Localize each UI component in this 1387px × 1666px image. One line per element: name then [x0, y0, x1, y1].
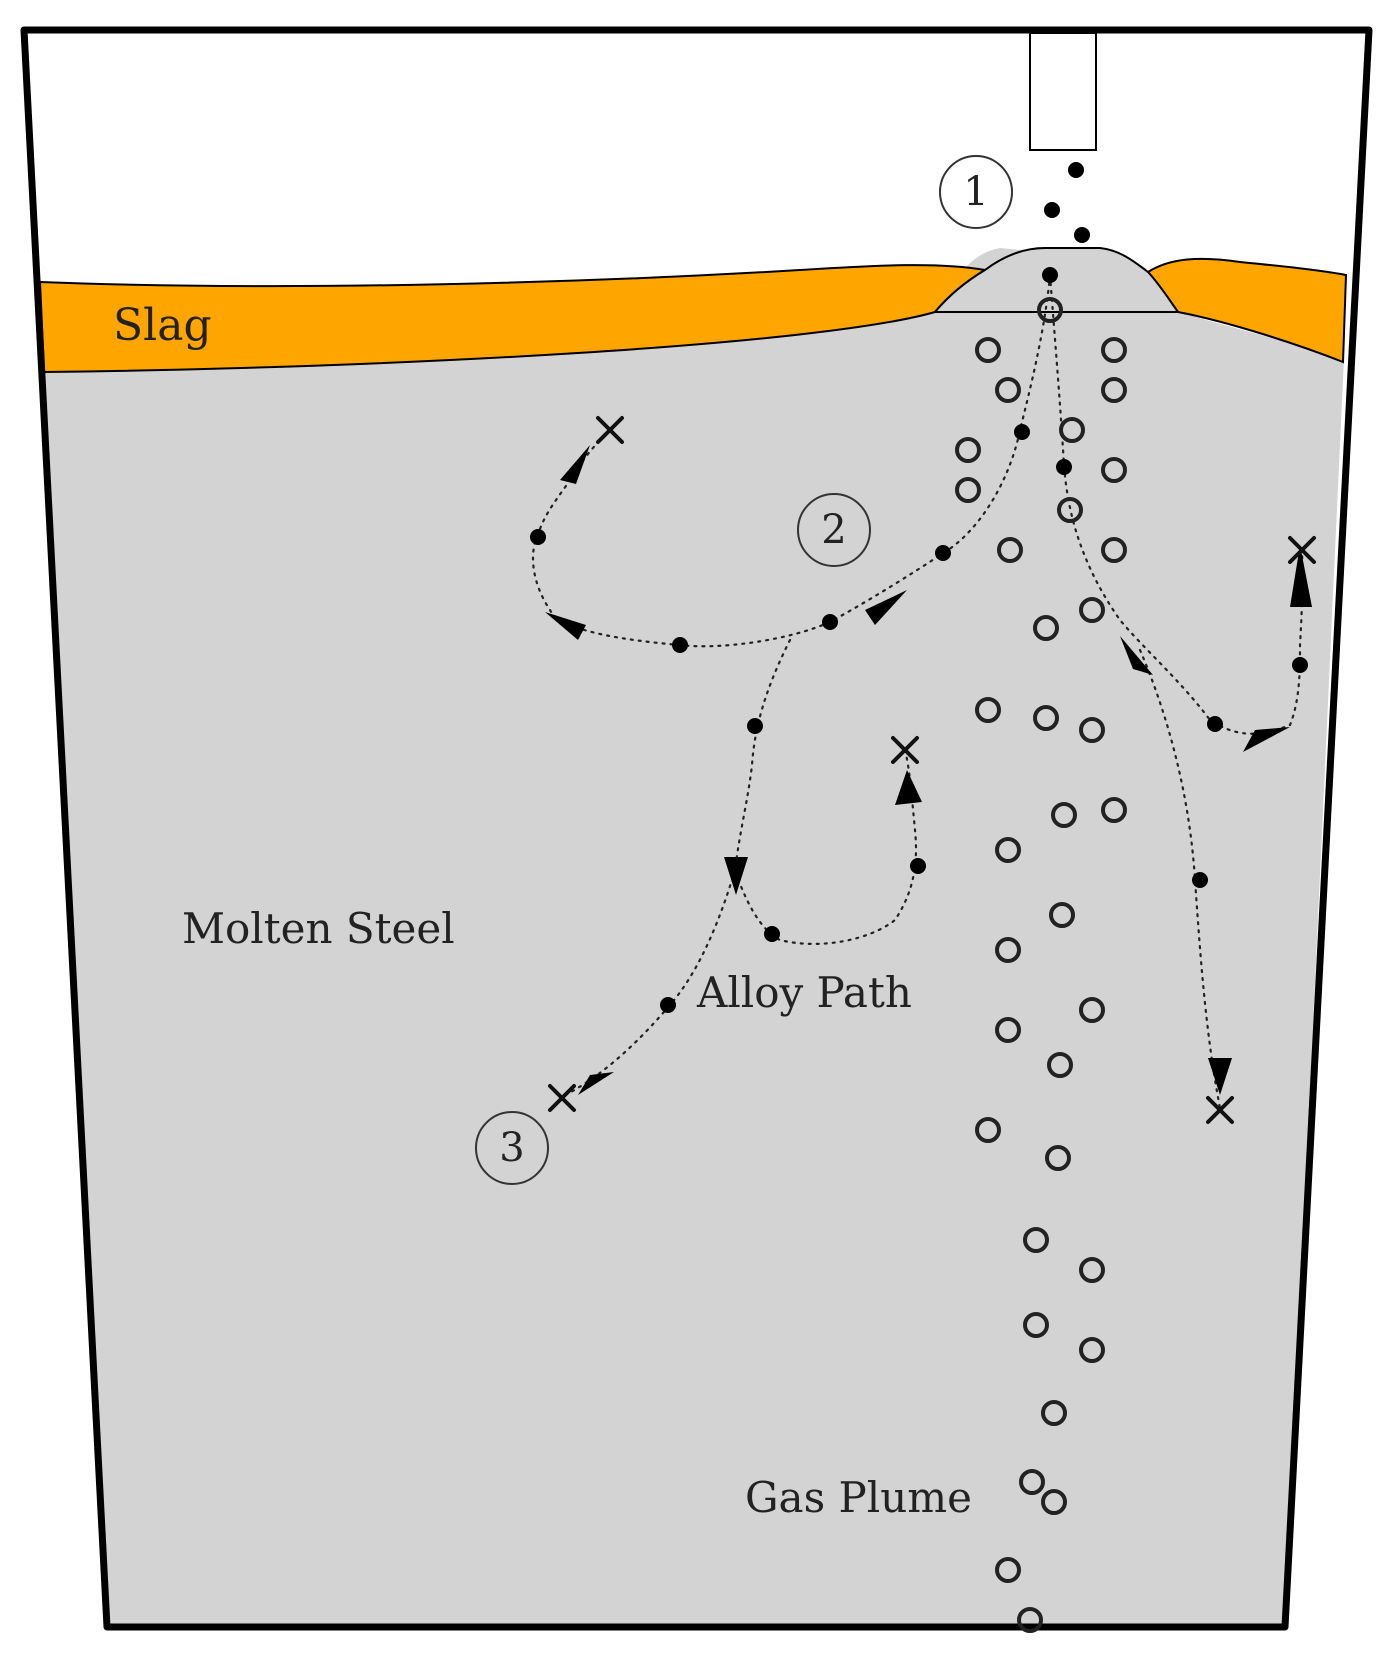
- feeder-tube: [1029, 32, 1097, 151]
- cross-marker: [548, 1084, 576, 1112]
- arrowhead: [578, 1072, 614, 1095]
- gas-bubble: [995, 937, 1021, 963]
- alloy-particle: [1056, 459, 1072, 475]
- gas-bubble: [1047, 1052, 1073, 1078]
- alloy-particle: [1192, 872, 1208, 888]
- alloy-particle: [1042, 267, 1058, 283]
- arrowhead: [1290, 545, 1312, 607]
- molten-steel-label: Molten Steel: [182, 904, 455, 953]
- gas-bubble: [1033, 615, 1059, 641]
- arrowhead: [560, 445, 590, 484]
- gas-bubble: [995, 837, 1021, 863]
- gas-plume-bubbles: [955, 297, 1127, 1633]
- gas-bubble: [995, 377, 1021, 403]
- arrowhead: [724, 857, 748, 895]
- alloy-particles: [530, 162, 1308, 1013]
- gas-bubble: [1023, 1312, 1049, 1338]
- gas-bubble: [1079, 597, 1105, 623]
- arrowhead: [1120, 636, 1153, 675]
- gas-bubble: [1037, 297, 1063, 323]
- gas-plume-label: Gas Plume: [745, 1473, 972, 1522]
- gas-bubble: [1101, 797, 1127, 823]
- ladle-wall: [20, 26, 1373, 1631]
- arrowhead: [545, 612, 586, 640]
- gas-bubble: [1017, 1607, 1043, 1633]
- alloy-particle: [1074, 227, 1090, 243]
- arrowhead: [1208, 1058, 1232, 1095]
- gas-bubble: [995, 1557, 1021, 1583]
- end-crosses: [548, 416, 1316, 1124]
- gas-bubble: [1079, 1337, 1105, 1363]
- alloy-path-arrows: [545, 445, 1312, 1095]
- arrowhead: [1243, 727, 1290, 752]
- arrowhead: [865, 590, 907, 625]
- gas-bubble: [975, 337, 1001, 363]
- gas-bubble: [995, 1017, 1021, 1043]
- alloy-particle: [672, 637, 688, 653]
- gas-bubble: [1019, 1469, 1045, 1495]
- marker-3-label: 3: [499, 1125, 524, 1171]
- alloy-particle: [1014, 424, 1030, 440]
- gas-bubble: [1057, 497, 1083, 523]
- gas-bubble: [1033, 705, 1059, 731]
- gas-bubble: [1079, 997, 1105, 1023]
- marker-1: 1: [939, 155, 1013, 229]
- gas-bubble: [1045, 1145, 1071, 1171]
- gas-bubble: [1079, 1257, 1105, 1283]
- cross-marker: [596, 416, 624, 444]
- alloy-particle: [910, 858, 926, 874]
- gas-bubble: [1101, 337, 1127, 363]
- gas-bubble: [997, 537, 1023, 563]
- gas-bubble: [1049, 902, 1075, 928]
- alloy-particle: [1044, 202, 1060, 218]
- alloy-particle: [764, 926, 780, 942]
- alloy-particle: [822, 614, 838, 630]
- alloy-particle: [1068, 162, 1084, 178]
- marker-2-label: 2: [821, 507, 846, 553]
- alloy-particle: [660, 997, 676, 1013]
- plume-surface-hump: [932, 247, 1180, 313]
- alloy-particle: [935, 545, 951, 561]
- marker-2: 2: [797, 493, 871, 567]
- gas-bubble: [955, 437, 981, 463]
- gas-bubble: [1079, 717, 1105, 743]
- gas-bubble: [1023, 1227, 1049, 1253]
- alloy-particle: [530, 529, 546, 545]
- alloy-particle: [747, 718, 763, 734]
- alloy-path-label: Alloy Path: [696, 968, 912, 1017]
- cross-marker: [891, 736, 919, 764]
- molten-steel-region: [44, 248, 1344, 1627]
- cross-marker: [1206, 1096, 1234, 1124]
- gas-bubble: [1101, 537, 1127, 563]
- gas-bubble: [1101, 457, 1127, 483]
- alloy-particle: [1292, 657, 1308, 673]
- marker-1-label: 1: [963, 169, 988, 215]
- gas-bubble: [1041, 1489, 1067, 1515]
- gas-bubble: [1059, 417, 1085, 443]
- arrowhead: [895, 770, 922, 805]
- alloy-particle: [1207, 716, 1223, 732]
- gas-bubble: [975, 1117, 1001, 1143]
- marker-3: 3: [475, 1111, 549, 1185]
- gas-bubble: [975, 697, 1001, 723]
- gas-bubble: [1041, 1400, 1067, 1426]
- alloy-path-lines: [531, 273, 1304, 1110]
- gas-bubble: [955, 477, 981, 503]
- gas-bubble: [1101, 377, 1127, 403]
- gas-bubble: [1051, 802, 1077, 828]
- cross-marker: [1288, 536, 1316, 564]
- slag-label: Slag: [113, 300, 212, 351]
